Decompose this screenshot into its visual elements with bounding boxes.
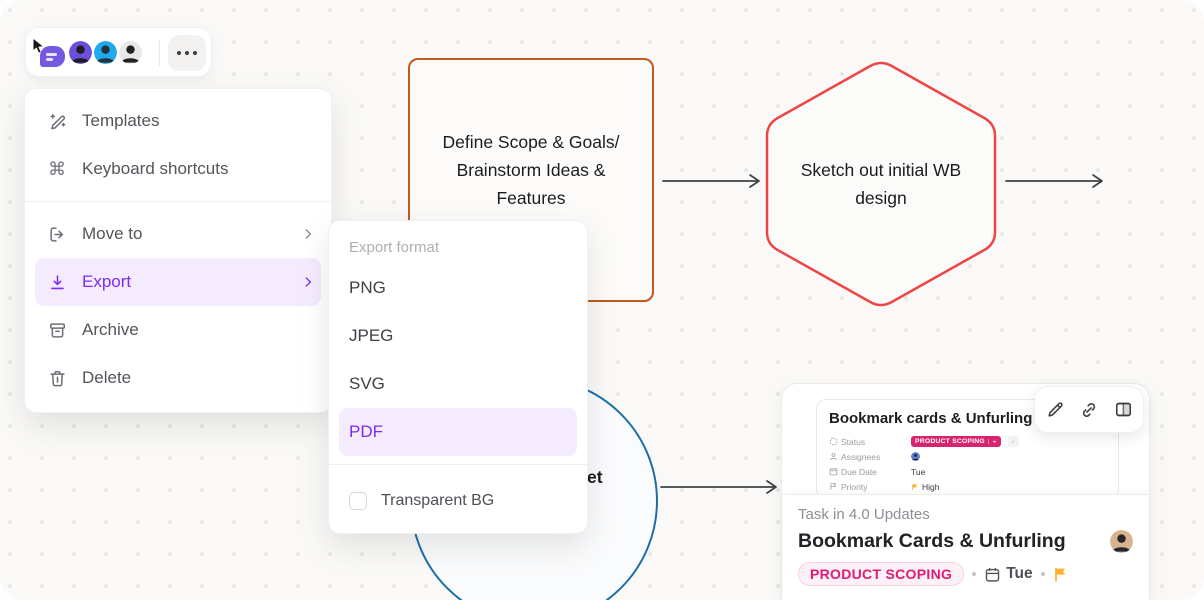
edit-pencil-icon[interactable] bbox=[1045, 399, 1066, 420]
menu-item-archive[interactable]: Archive bbox=[25, 306, 331, 354]
assignee-avatar bbox=[911, 452, 920, 461]
divider bbox=[329, 464, 587, 465]
connector-circle-to-card[interactable] bbox=[660, 480, 777, 494]
priority-flag-icon bbox=[912, 483, 917, 490]
split-view-icon[interactable] bbox=[1113, 399, 1134, 420]
status-badge[interactable]: PRODUCT SCOPING bbox=[911, 436, 1001, 447]
menu-item-keyboard-shortcuts[interactable]: ⌘ Keyboard shortcuts bbox=[48, 159, 229, 179]
due-date-value: Tue bbox=[911, 466, 926, 477]
shape-rectangle-label: Define Scope & Goals/ Brainstorm Ideas &… bbox=[442, 132, 620, 208]
field-row-due-date: Due Date Tue bbox=[829, 464, 1106, 479]
live-cursor-icon bbox=[32, 37, 47, 55]
connector-hexagon-to-right[interactable] bbox=[1005, 174, 1103, 188]
format-option-png[interactable]: PNG bbox=[349, 278, 386, 297]
task-preview-title: Bookmark cards & Unfurling bbox=[829, 410, 1033, 427]
export-submenu: Export format PNG JPEG SVG PDF Transpare… bbox=[328, 220, 588, 534]
chevron-right-icon bbox=[301, 227, 315, 241]
task-location-breadcrumb: Task in 4.0 Updates bbox=[798, 506, 930, 523]
download-icon bbox=[47, 273, 67, 292]
task-unfurl-section: Task in 4.0 Updates Bookmark Cards & Unf… bbox=[782, 494, 1149, 600]
separator-dot bbox=[1040, 572, 1045, 576]
chevron-right-icon bbox=[301, 275, 315, 289]
chat-bubble-logo-icon bbox=[40, 46, 65, 67]
more-options-button[interactable] bbox=[168, 35, 206, 71]
format-option-pdf[interactable]: PDF bbox=[339, 408, 577, 456]
task-due-date: Tue bbox=[984, 565, 1033, 583]
hexagon-outline bbox=[765, 61, 997, 307]
collaborator-avatar[interactable] bbox=[117, 39, 144, 66]
connector-rect-to-hexagon[interactable] bbox=[662, 174, 760, 188]
move-to-icon bbox=[47, 225, 67, 244]
flag-icon bbox=[829, 482, 841, 491]
collaborator-avatar[interactable] bbox=[67, 39, 94, 66]
menu-item-export[interactable]: Export bbox=[35, 258, 321, 306]
transparent-bg-checkbox[interactable] bbox=[349, 492, 367, 510]
format-option-jpeg[interactable]: JPEG bbox=[349, 326, 394, 345]
magic-pen-icon bbox=[47, 112, 67, 131]
transparent-bg-option[interactable]: Transparent BG bbox=[329, 473, 587, 529]
shape-hexagon-sketch-wb[interactable]: Sketch out initial WB design bbox=[765, 58, 997, 310]
task-owner-avatar bbox=[1110, 530, 1133, 553]
link-icon[interactable] bbox=[1079, 399, 1100, 420]
priority-value: High bbox=[922, 481, 940, 492]
task-tag-badge: PRODUCT SCOPING bbox=[798, 562, 965, 586]
calendar-icon bbox=[985, 567, 1000, 582]
context-menu: Templates ⌘ Keyboard shortcuts Move to E… bbox=[24, 88, 332, 413]
flag-icon bbox=[1054, 567, 1065, 582]
menu-item-move-to[interactable]: Move to bbox=[25, 210, 331, 258]
trash-icon bbox=[47, 369, 67, 388]
menu-item-delete[interactable]: Delete bbox=[25, 354, 331, 402]
archive-icon bbox=[47, 321, 67, 340]
field-row-priority: Priority High bbox=[829, 479, 1106, 494]
person-icon bbox=[829, 452, 841, 461]
divider bbox=[25, 201, 331, 202]
field-row-status: Status PRODUCT SCOPING ✓ bbox=[829, 434, 1106, 449]
calendar-icon bbox=[829, 467, 841, 476]
card-floating-toolbar bbox=[1034, 386, 1144, 433]
divider bbox=[159, 40, 160, 66]
status-icon bbox=[829, 437, 841, 446]
command-icon: ⌘ bbox=[48, 159, 66, 179]
chevron-down-icon bbox=[987, 439, 997, 444]
shape-hexagon-label: Sketch out initial WB design bbox=[800, 160, 962, 208]
collaborator-avatar[interactable] bbox=[92, 39, 119, 66]
format-option-svg[interactable]: SVG bbox=[349, 374, 385, 393]
export-format-header: Export format bbox=[349, 239, 440, 256]
task-embed-card[interactable]: Bookmark cards & Unfurling Status PRODUC… bbox=[781, 383, 1150, 600]
transparent-bg-label: Transparent BG bbox=[381, 492, 495, 509]
shape-circle-label-fragment: et bbox=[587, 467, 603, 487]
presence-bar bbox=[25, 27, 212, 77]
separator-dot bbox=[972, 572, 977, 576]
task-title: Bookmark Cards & Unfurling bbox=[798, 530, 1066, 552]
field-row-assignees: Assignees bbox=[829, 449, 1106, 464]
collaborator-avatars bbox=[67, 39, 144, 66]
task-preview-fields: Status PRODUCT SCOPING ✓ bbox=[829, 434, 1106, 494]
menu-item-templates[interactable]: Templates bbox=[25, 97, 331, 145]
complete-check-icon[interactable]: ✓ bbox=[1007, 436, 1019, 447]
